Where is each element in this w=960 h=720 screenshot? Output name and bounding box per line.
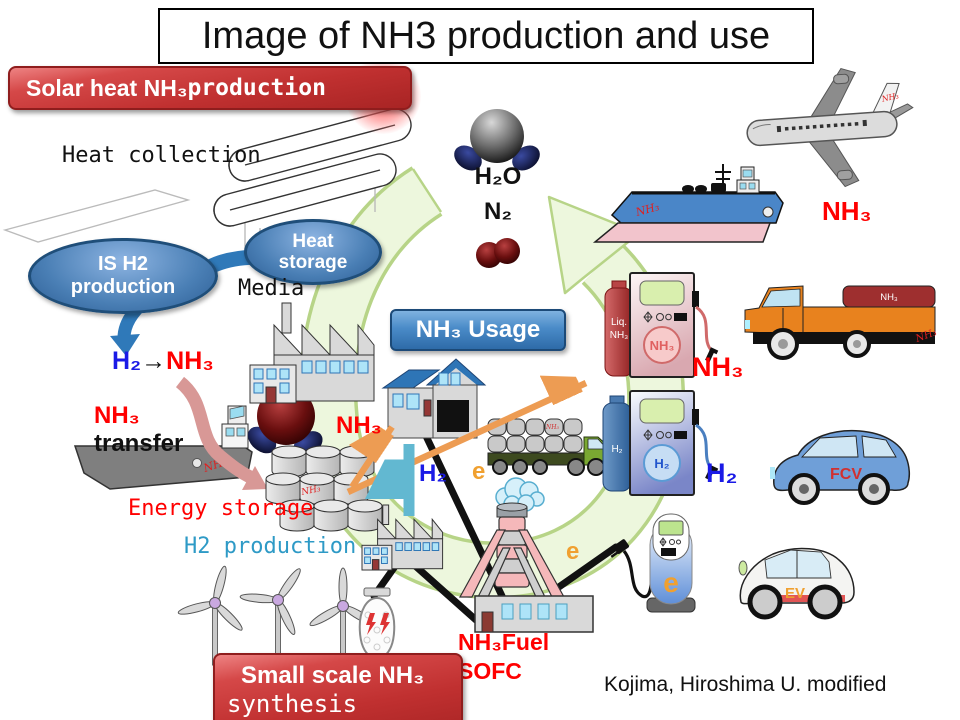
nh3-transfer-line2: transfer bbox=[94, 430, 184, 457]
h2-part: H₂ bbox=[112, 347, 142, 375]
airplane-icon: NH₃ bbox=[746, 67, 914, 188]
factory-icon bbox=[249, 302, 375, 404]
truck-tank-label: NH₃ bbox=[880, 292, 898, 303]
nh3-transfer-line1: NH₃ bbox=[94, 402, 140, 429]
nh3-script-cargo-ship: NH₃ bbox=[633, 200, 660, 219]
small-scale-line1: Small scale NH₃ bbox=[241, 662, 425, 689]
h2-cylinder-label: H₂ bbox=[611, 444, 622, 455]
h2-production-label: H2 production bbox=[184, 534, 357, 559]
solar-heat-banner: Solar heat NH₃ production bbox=[8, 66, 412, 110]
cargo-ship-icon: NH₃ bbox=[592, 164, 784, 243]
sofc-line1: NH₃Fuel bbox=[458, 629, 550, 655]
house-icon bbox=[381, 358, 487, 439]
nh3-dispenser-icon: NH₃ bbox=[629, 272, 719, 378]
e-label-right: e bbox=[566, 538, 580, 565]
cylinder-truck-icon: NH₃ bbox=[487, 418, 612, 476]
page-title: Image of NH3 production and use bbox=[158, 8, 814, 64]
liq-nh3-label-line2: NH₃ bbox=[610, 330, 629, 341]
nh3-script-truckload: NH₃ bbox=[545, 424, 559, 431]
nh3-usage-box: NH₃ Usage bbox=[390, 309, 566, 351]
heat-storage-ellipse: Heat storage bbox=[244, 219, 382, 285]
nh3-script-barrels: NH₃ bbox=[300, 484, 322, 498]
h2-dispenser-icon: H₂ bbox=[629, 390, 719, 496]
liq-nh3-label-line1: Liq. bbox=[611, 317, 627, 328]
ev-charger-icon: e bbox=[646, 513, 696, 613]
h2-factory-icon bbox=[361, 504, 444, 571]
ev-label: EV bbox=[785, 585, 805, 602]
heat-storage-line2: storage bbox=[278, 252, 348, 273]
small-scale-line2: synthesis bbox=[227, 690, 358, 718]
wind-turbine-icon bbox=[177, 565, 243, 666]
h2-to-nh3-label: H₂→NH₃ bbox=[112, 347, 214, 376]
pickup-truck-icon: NH₃ NH₃ bbox=[744, 285, 938, 360]
pump-keypad-icons bbox=[659, 537, 681, 547]
nh3-script-plane-tail: NH₃ bbox=[880, 91, 900, 104]
n2-molecule-icon bbox=[476, 238, 520, 268]
transfer-arrow-pink bbox=[175, 376, 268, 490]
h2-cylinder-icon: H₂ bbox=[602, 395, 632, 492]
drum-row-bottom bbox=[279, 499, 383, 532]
heat-storage-line1: Heat bbox=[292, 231, 334, 252]
attribution: Kojima, Hiroshima U. modified bbox=[604, 673, 887, 696]
nh3-part: NH₃ bbox=[166, 347, 214, 375]
nh3-pump-label: NH₃ bbox=[650, 338, 675, 353]
is-h2-line1: IS H2 bbox=[97, 253, 149, 275]
wind-turbine-icon bbox=[239, 568, 301, 665]
solar-banner-text-main: Solar heat NH₃ bbox=[26, 74, 188, 101]
small-scale-banner: Small scale NH₃ synthesis bbox=[213, 653, 463, 720]
nh3-transfer-label: NH₃ transfer bbox=[94, 402, 183, 458]
is-h2-production-ellipse: IS H2 production bbox=[28, 238, 218, 314]
pump-keypad-icons bbox=[643, 429, 672, 441]
sofc-label: NH₃Fuel SOFC bbox=[458, 628, 549, 686]
is-h2-line2: production bbox=[70, 276, 176, 298]
sofc-line2: SOFC bbox=[458, 658, 522, 684]
h2-cycle-label: H₂ bbox=[419, 460, 447, 487]
sofc-plant-icon bbox=[458, 477, 594, 633]
fcv-car-icon: FCV bbox=[770, 429, 911, 505]
nh3-from-storage-label: NH₃ bbox=[336, 412, 382, 439]
n2-label: N₂ bbox=[484, 198, 512, 225]
energy-storage-label: Energy storage bbox=[128, 496, 314, 521]
nh3-aircraft-label: NH₃ bbox=[822, 196, 872, 226]
heat-collection-label: Heat collection bbox=[62, 143, 261, 168]
charger-e-label: e bbox=[663, 567, 679, 598]
liq-nh3-cylinder-icon: Liq. NH₃ bbox=[604, 280, 634, 377]
e-label-center: e bbox=[472, 458, 486, 485]
pump-keypad-icons bbox=[643, 311, 672, 323]
h2-station-label: H₂ bbox=[706, 458, 738, 488]
h2o-molecule-icon bbox=[454, 109, 540, 171]
h2o-label: H₂O bbox=[474, 163, 522, 190]
arrow-part: → bbox=[141, 347, 167, 375]
nh3-station-label: NH₃ bbox=[692, 352, 744, 382]
plug-icon bbox=[607, 539, 656, 599]
transfer-ship-icon: NH₃ bbox=[73, 405, 253, 490]
fcv-label: FCV bbox=[830, 466, 862, 483]
h2-pump-label: H₂ bbox=[654, 456, 669, 471]
wind-turbine-icons bbox=[177, 565, 377, 666]
ev-car-icon: EV bbox=[738, 547, 855, 620]
media-label: Media bbox=[238, 276, 305, 301]
solar-banner-text-production: production bbox=[187, 75, 326, 101]
